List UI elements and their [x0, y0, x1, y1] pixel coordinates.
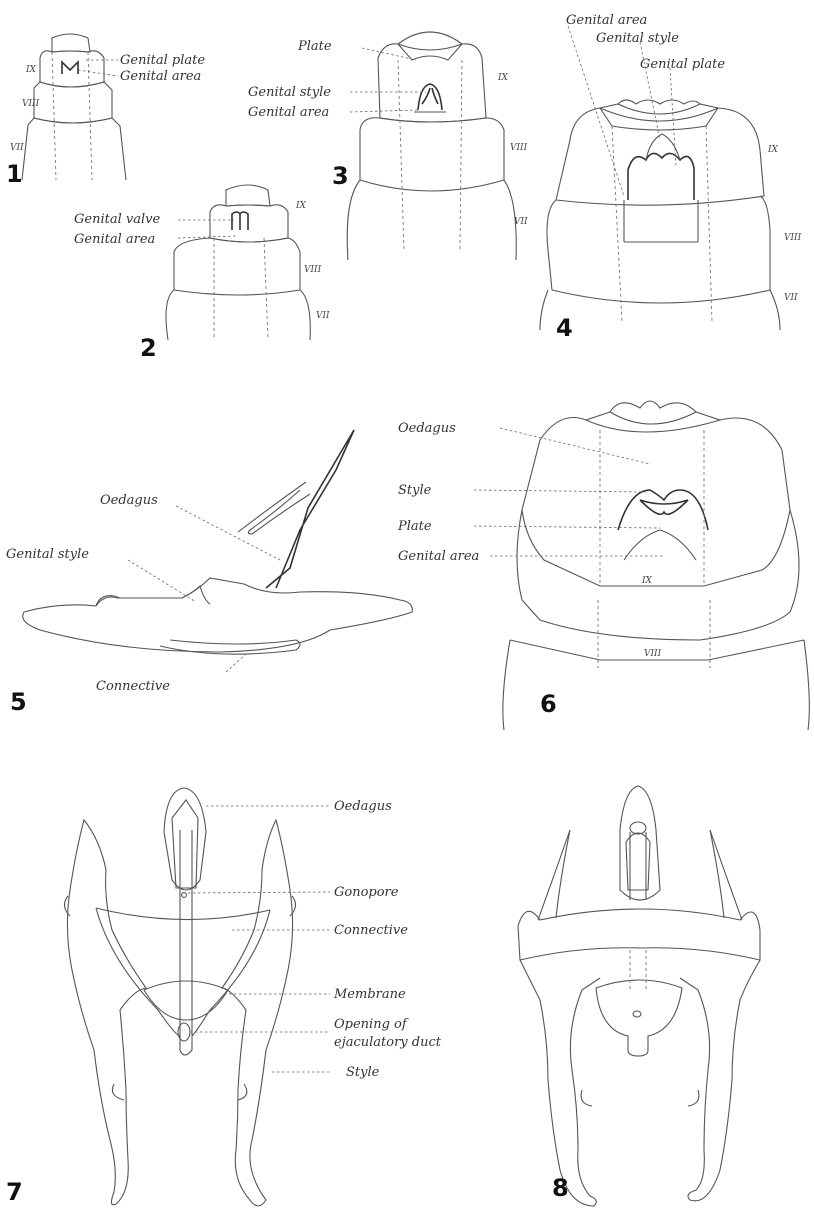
fig1-segment-viii: VIII — [22, 99, 40, 109]
fig1-label-genital-area: Genital area — [120, 69, 201, 84]
fig3-segment-ix: IX — [497, 73, 509, 83]
fig3-label-genital-style: Genital style — [248, 85, 331, 100]
figure-6: Oedagus Style Plate Genital area IX VIII… — [397, 401, 809, 730]
fig6-segment-viii: VIII — [644, 649, 662, 659]
fig6-label-plate: Plate — [397, 519, 432, 534]
fig5-number: 5 — [10, 688, 27, 716]
fig1-segment-vii: VII — [10, 143, 24, 153]
figure-4: Genital area Genital style Genital plate… — [540, 13, 802, 342]
fig4-segment-ix: IX — [767, 145, 779, 155]
fig6-label-oedagus: Oedagus — [398, 421, 456, 436]
fig2-label-genital-area: Genital area — [74, 232, 155, 247]
fig4-number: 4 — [556, 314, 573, 342]
fig6-number: 6 — [540, 690, 557, 718]
fig4-label-genital-plate: Genital plate — [640, 57, 725, 72]
fig7-number: 7 — [6, 1178, 23, 1206]
fig5-label-oedagus: Oedagus — [100, 493, 158, 508]
fig6-label-style: Style — [398, 483, 432, 498]
fig2-segment-viii: VIII — [304, 265, 322, 275]
fig4-segment-vii: VII — [784, 293, 798, 303]
fig4-label-genital-area: Genital area — [566, 13, 647, 28]
fig7-label-gonopore: Gonopore — [334, 885, 399, 900]
figure-3: Plate Genital style Genital area IX VIII… — [248, 32, 528, 260]
fig7-label-connective: Connective — [334, 923, 408, 938]
fig5-label-connective: Connective — [96, 679, 170, 694]
fig3-label-genital-area: Genital area — [248, 105, 329, 120]
fig2-segment-vii: VII — [316, 311, 330, 321]
fig3-label-plate: Plate — [297, 39, 332, 54]
fig3-number: 3 — [332, 162, 349, 190]
figure-1: Genital plate Genital area IX VIII VII 1 — [6, 34, 205, 188]
figure-5: Oedagus Genital style Connective 5 — [6, 430, 412, 716]
fig2-segment-ix: IX — [295, 201, 307, 211]
fig7-label-membrane: Membrane — [333, 987, 406, 1002]
fig6-segment-ix: IX — [641, 576, 653, 586]
figure-2: Genital valve Genital area IX VIII VII 2 — [74, 185, 330, 362]
fig3-segment-viii: VIII — [510, 143, 528, 153]
fig7-label-opening-of: Opening of — [334, 1017, 409, 1032]
fig8-number: 8 — [552, 1174, 569, 1202]
fig5-label-genital-style: Genital style — [6, 547, 89, 562]
fig7-label-style: Style — [346, 1065, 380, 1080]
figure-7: Oedagus Gonopore Connective Membrane Ope… — [6, 788, 442, 1206]
fig6-label-genital-area: Genital area — [398, 549, 479, 564]
fig2-label-genital-valve: Genital valve — [74, 212, 160, 227]
fig7-label-ejaculatory-duct: ejaculatory duct — [334, 1035, 442, 1050]
fig7-label-oedagus: Oedagus — [334, 799, 392, 814]
fig1-label-genital-plate: Genital plate — [120, 53, 205, 68]
fig4-label-genital-style: Genital style — [596, 31, 679, 46]
fig1-number: 1 — [6, 160, 23, 188]
fig3-segment-vii: VII — [514, 217, 528, 227]
figure-8: 8 — [518, 786, 760, 1206]
fig2-number: 2 — [140, 334, 157, 362]
fig1-segment-ix: IX — [25, 65, 37, 75]
fig4-segment-viii: VIII — [784, 233, 802, 243]
